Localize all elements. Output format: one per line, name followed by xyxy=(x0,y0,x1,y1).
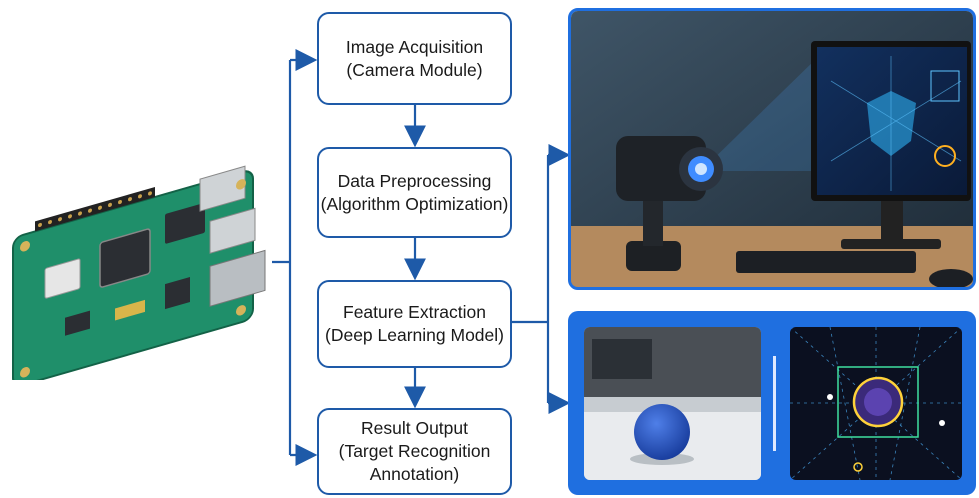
step-result-output: Result Output (Target Recognition Annota… xyxy=(317,408,512,495)
step-image-acquisition: Image Acquisition (Camera Module) xyxy=(317,12,512,105)
step-subtitle-continued: Annotation) xyxy=(369,463,460,484)
step-title: Data Preprocessing xyxy=(337,170,492,191)
step-subtitle: (Camera Module) xyxy=(346,59,483,80)
detection-overlay xyxy=(790,327,962,480)
detection-comparison-image xyxy=(568,311,976,495)
step-title: Image Acquisition xyxy=(345,36,484,57)
camera-monitor-illustration xyxy=(571,11,973,287)
step-feature-extraction: Feature Extraction (Deep Learning Model) xyxy=(317,280,512,368)
camera-monitor-image xyxy=(568,8,976,290)
step-subtitle: (Target Recognition xyxy=(338,441,491,462)
panel-divider xyxy=(773,356,776,451)
single-board-computer-image xyxy=(12,165,266,380)
ball-photo xyxy=(584,327,761,480)
step-subtitle: (Algorithm Optimization) xyxy=(320,193,509,214)
step-title: Feature Extraction xyxy=(343,302,486,323)
step-subtitle: (Deep Learning Model) xyxy=(325,325,504,345)
step-data-preprocessing: Data Preprocessing (Algorithm Optimizati… xyxy=(317,147,512,238)
step-title: Result Output xyxy=(361,418,468,439)
